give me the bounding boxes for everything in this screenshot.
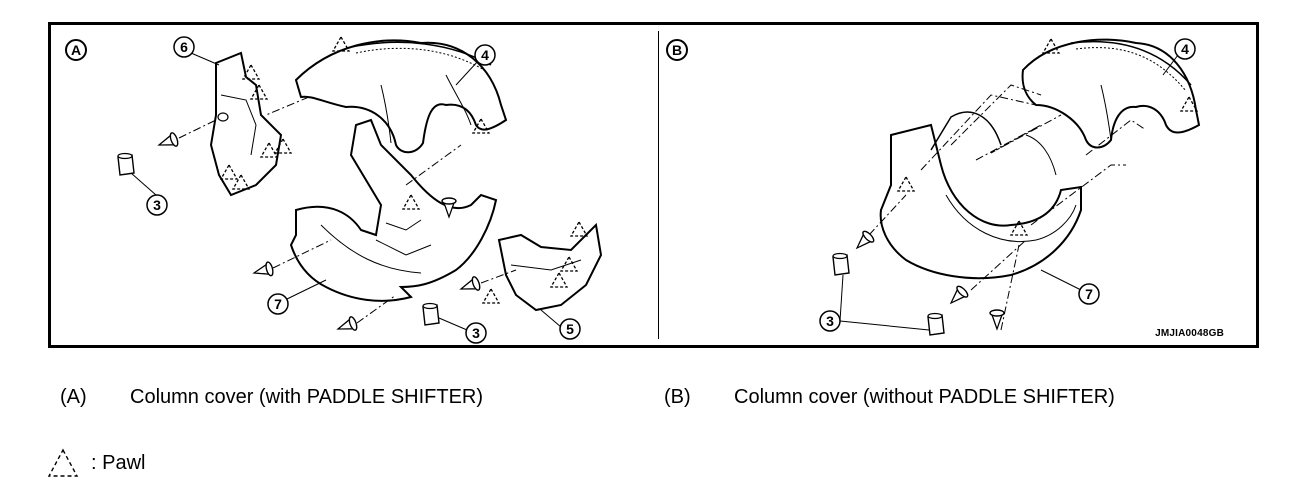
- svg-text:5: 5: [566, 321, 574, 337]
- figure-reference-code: JMJIA0048GB: [1155, 328, 1224, 339]
- svg-text:3: 3: [472, 325, 480, 341]
- svg-text:3: 3: [826, 313, 834, 329]
- callout-3-a-left: [146, 194, 168, 216]
- svg-text:A: A: [71, 42, 81, 58]
- exploded-view-figure: A: [48, 22, 1259, 348]
- callout-3-a-bottom: [465, 322, 487, 344]
- callout-5-a: [559, 318, 581, 340]
- svg-text:B: B: [672, 42, 682, 58]
- callouts-panel-b: 4 7 3: [819, 38, 1196, 332]
- lower-column-cover-a: [289, 118, 498, 302]
- svg-text:4: 4: [481, 47, 489, 63]
- legend-b-key: (B): [664, 386, 691, 408]
- callout-7-a: [267, 293, 289, 315]
- svg-text:7: 7: [1085, 286, 1093, 302]
- callout-4-b: [1174, 38, 1196, 60]
- panel-divider: [658, 31, 659, 339]
- legend-a: (A): [60, 386, 87, 409]
- pawl-legend-label: : Pawl: [91, 452, 146, 474]
- paddle-side-cover: [209, 51, 283, 197]
- legend-a-description: Column cover (with PADDLE SHIFTER): [130, 386, 484, 408]
- callout-7-b: [1078, 283, 1100, 305]
- callouts-panel-a: 6 4 3 7 3 5: [130, 36, 581, 344]
- paddle-lower-cover: [497, 222, 603, 312]
- svg-text:4: 4: [1181, 41, 1189, 57]
- diagram-artwork: A: [65, 36, 1201, 344]
- upper-column-cover-b: [1021, 38, 1201, 149]
- panel-b-marker: B: [666, 39, 688, 61]
- panel-a-marker: A: [65, 39, 87, 61]
- lower-column-cover-b: [879, 111, 1082, 280]
- legend-b-description: Column cover (without PADDLE SHIFTER): [734, 386, 1115, 408]
- callout-3-b: [819, 310, 841, 332]
- svg-text:7: 7: [274, 296, 282, 312]
- callout-6-a: [173, 36, 195, 58]
- callout-4-a: [474, 44, 496, 66]
- svg-text:6: 6: [180, 39, 188, 55]
- pawl-triangle-icon: [47, 448, 79, 477]
- legend-b: (B): [664, 386, 691, 409]
- legend-a-key: (A): [60, 386, 87, 408]
- svg-text:3: 3: [153, 197, 161, 213]
